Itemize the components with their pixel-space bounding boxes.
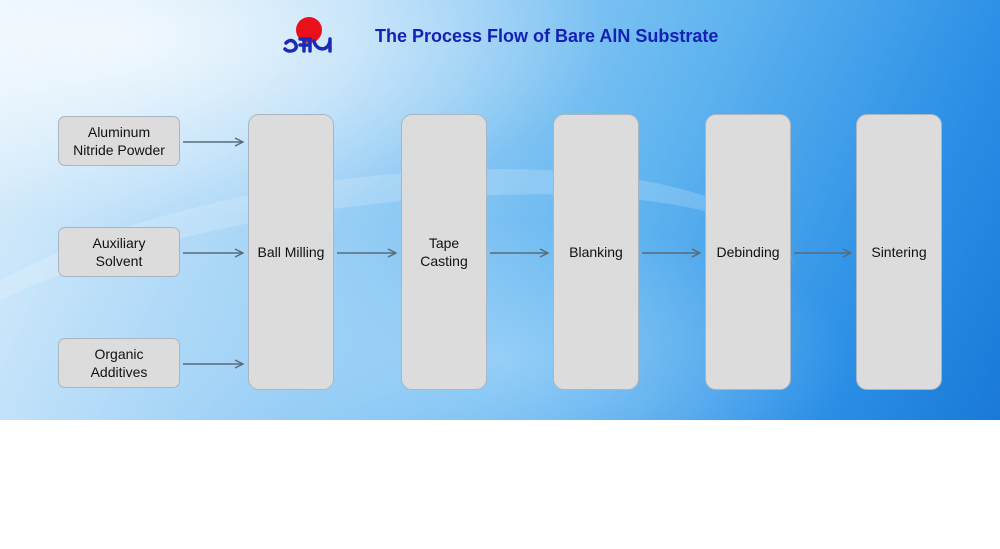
input-label: Organic Additives <box>90 346 148 380</box>
step-box-blanking: Blanking <box>553 114 639 390</box>
step-label: Blanking <box>569 244 623 260</box>
step-label: Sintering <box>871 244 927 260</box>
company-logo <box>283 17 332 53</box>
input-box-aluminum-nitride-powder: Aluminum Nitride Powder <box>58 116 180 166</box>
logo-glyph <box>283 37 332 53</box>
input-box-auxiliary-solvent: Auxiliary Solvent <box>58 227 180 277</box>
step-box-sintering: Sintering <box>856 114 942 390</box>
step-label: Ball Milling <box>257 244 325 260</box>
diagram-title: The Process Flow of Bare AlN Substrate <box>375 26 719 46</box>
step-label: Debinding <box>716 244 780 260</box>
step-box-ball-milling: Ball Milling <box>248 114 334 390</box>
step-label: Tape Casting <box>420 235 468 269</box>
step-box-debinding: Debinding <box>705 114 791 390</box>
flow-arrows <box>183 0 1000 420</box>
input-label: Auxiliary Solvent <box>92 235 146 269</box>
input-box-organic-additives: Organic Additives <box>58 338 180 388</box>
logo-sun <box>296 17 322 43</box>
step-box-tape-casting: Tape Casting <box>401 114 487 390</box>
input-label: Aluminum Nitride Powder <box>73 124 165 158</box>
